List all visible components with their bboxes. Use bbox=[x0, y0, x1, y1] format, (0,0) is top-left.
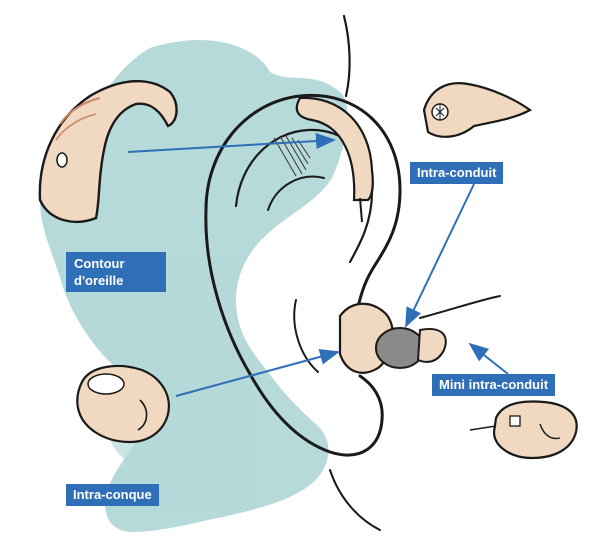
intra-conduit-device bbox=[424, 83, 530, 137]
label-intra-conduit: Intra-conduit bbox=[410, 162, 503, 184]
arrow-mini-intra-conduit bbox=[470, 344, 508, 374]
mini-intra-conduit-device bbox=[470, 402, 577, 458]
label-mini-intra-conduit: Mini intra-conduit bbox=[432, 374, 555, 396]
ear-intra-conduit-device bbox=[340, 304, 446, 373]
label-contour-oreille-text: Contour d'oreille bbox=[74, 256, 125, 288]
intra-conque-device bbox=[77, 366, 169, 442]
label-contour-oreille: Contour d'oreille bbox=[66, 252, 166, 292]
label-intra-conque: Intra-conque bbox=[66, 484, 159, 506]
